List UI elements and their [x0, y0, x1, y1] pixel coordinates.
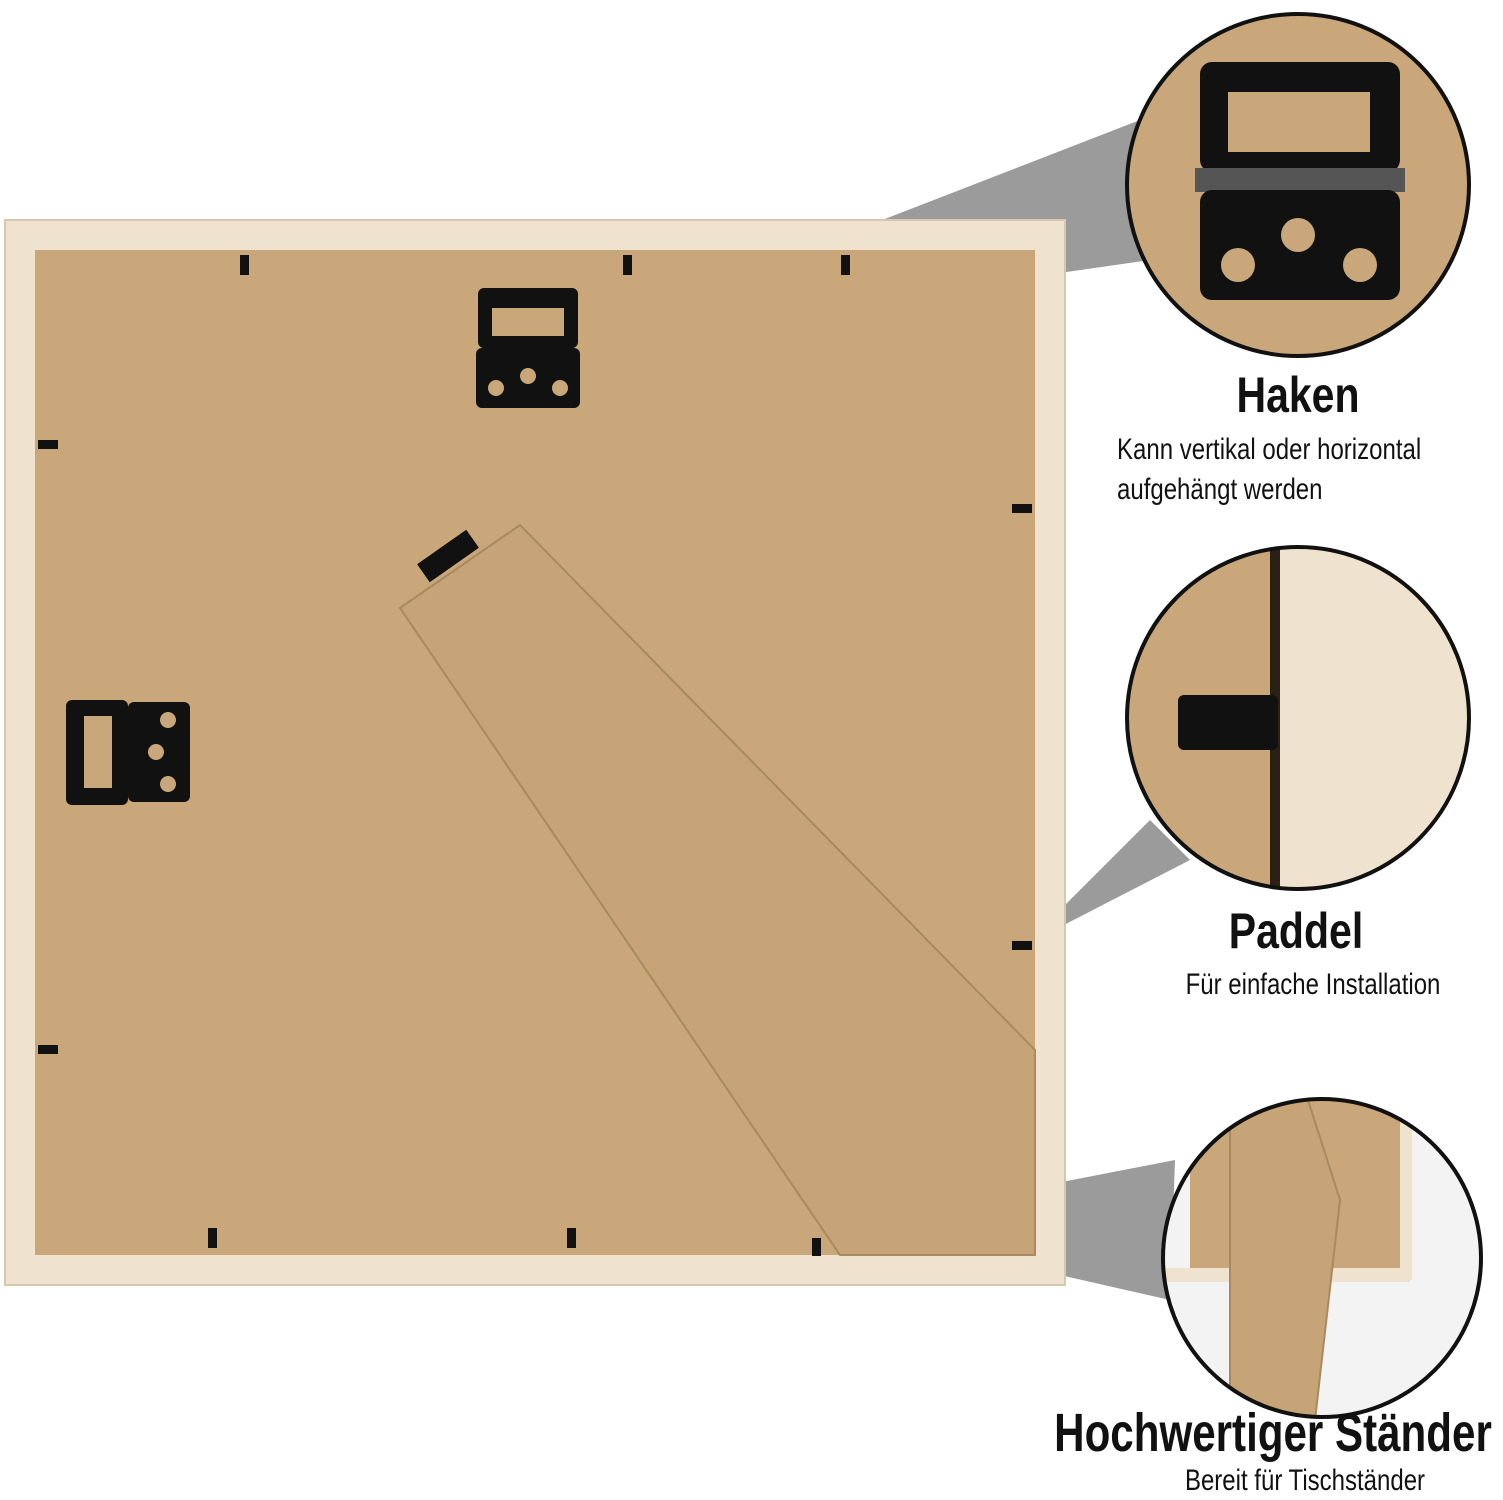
feature-title-paddle: Paddel [1228, 903, 1364, 959]
feature-title-stand: Hochwertiger Ständer [1054, 1403, 1492, 1463]
feature-desc-paddle: Für einfache Installation [1185, 968, 1441, 1001]
paddle-closeup [1128, 548, 1468, 888]
easel-stand [398, 523, 1036, 1256]
callout-beam-paddle [1025, 820, 1190, 945]
feature-title-hook: Haken [1236, 367, 1360, 423]
sawtooth-hook-side [66, 700, 190, 805]
stand-closeup [1164, 1100, 1480, 1416]
feature-desc-hook-line1: Kann vertikal oder horizontal [1117, 433, 1422, 466]
feature-desc-stand: Bereit für Tischständer [1184, 1464, 1426, 1497]
feature-desc-hook-line2: aufgehängt werden [1117, 473, 1323, 506]
hook-closeup [1128, 15, 1468, 355]
retaining-tabs [38, 255, 1032, 1256]
sawtooth-hook-top [476, 288, 580, 408]
